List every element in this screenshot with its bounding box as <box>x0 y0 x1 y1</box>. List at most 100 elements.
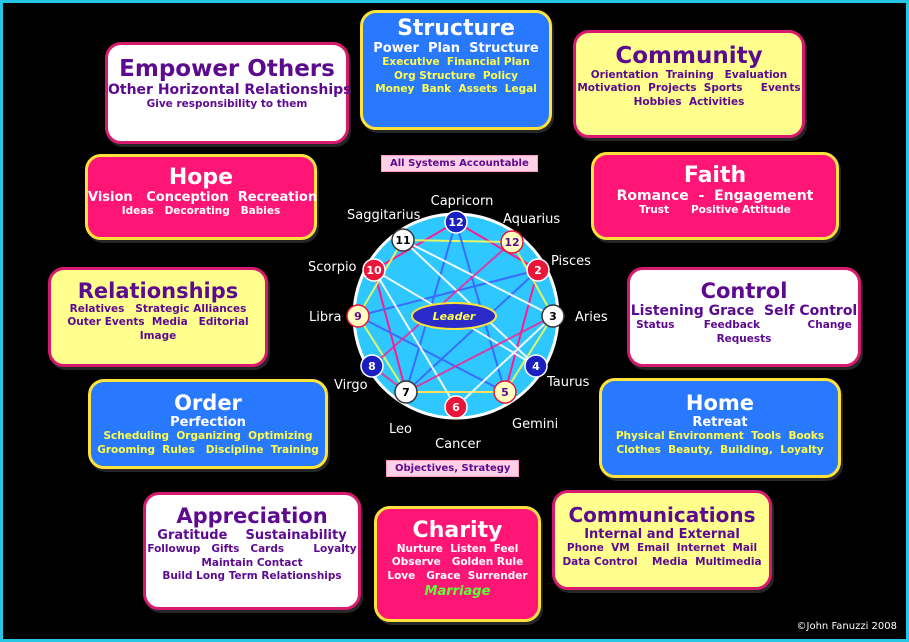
card-home: Home Retreat Physical Environment Tools … <box>599 378 841 478</box>
copyright: ©John Fanuzzi 2008 <box>796 621 897 632</box>
node-label: 11 <box>395 234 410 247</box>
card-line: Trust Positive Attitude <box>639 204 791 217</box>
node-label: 12 <box>504 236 519 249</box>
card-line: Relatives Strategic Alliances <box>69 302 247 315</box>
node-label: 2 <box>534 264 542 277</box>
node-label: 7 <box>402 386 410 399</box>
card-line: Give responsibility to them <box>146 98 308 111</box>
card-line: Hobbies Activities <box>633 96 745 109</box>
card-charity: Charity Nurture Listen Feel Observe Gold… <box>374 506 541 622</box>
card-title: Relationships <box>77 279 239 303</box>
card-community: Community Orientation Training Evaluatio… <box>573 30 805 138</box>
sign-saggitarius: Saggitarius <box>347 208 421 223</box>
node-10 <box>362 258 386 282</box>
leader-ellipse <box>411 302 497 330</box>
card-line: Requests <box>716 332 772 345</box>
node-label: 5 <box>501 386 509 399</box>
card-hope: Hope Vision Conception Recreation Ideas … <box>85 154 317 240</box>
star-white <box>373 239 555 409</box>
tag-all-systems: All Systems Accountable <box>381 155 538 172</box>
card-line: Build Long Term Relationships <box>162 570 342 583</box>
card-line: Outer Events Media Editorial <box>67 316 249 329</box>
card-line: Image <box>139 329 177 342</box>
card-subtitle: Retreat <box>692 414 748 430</box>
card-subtitle: Vision Conception Recreation <box>88 189 318 205</box>
node-label: 10 <box>366 264 382 277</box>
card-line: Love Grace Surrender <box>387 570 528 583</box>
card-line: Observe Golden Rule <box>391 556 524 569</box>
card-line: Money Bank Assets Legal <box>375 83 537 96</box>
card-line: Orientation Training Evaluation <box>590 68 788 81</box>
leader-label: Leader <box>433 310 476 323</box>
sign-capricorn: Capricorn <box>431 194 494 209</box>
card-subtitle: Gratitude Sustainability <box>157 527 347 543</box>
node-11 <box>391 228 415 252</box>
card-empower-others: Empower Others Other Horizontal Relation… <box>105 42 351 144</box>
card-order: Order Perfection Scheduling Organizing O… <box>88 379 328 469</box>
sign-cancer: Cancer <box>435 437 481 452</box>
node-label: 8 <box>368 360 376 373</box>
node-label: 6 <box>452 401 460 414</box>
card-line: Executive Financial Plan <box>382 56 530 69</box>
card-line: Clothes Beauty, Building, Loyalty <box>616 443 824 456</box>
sign-pisces: Pisces <box>551 254 591 269</box>
node-3 <box>541 304 565 328</box>
node-7 <box>394 380 418 404</box>
node-label: 12 <box>448 216 463 229</box>
card-faith: Faith Romance - Engagement Trust Positiv… <box>591 152 839 240</box>
card-line: Data Control Media Multimedia <box>562 555 762 568</box>
card-title: Appreciation <box>176 504 328 528</box>
card-control: Control Listening Grace Self Control Sta… <box>627 267 861 367</box>
card-subtitle: Listening Grace Self Control <box>630 302 858 319</box>
card-subtitle: Romance - Engagement <box>616 187 814 204</box>
card-line: Physical Environment Tools Books <box>615 430 825 442</box>
node-9 <box>346 304 370 328</box>
sign-virgo: Virgo <box>334 378 368 393</box>
sign-gemini: Gemini <box>512 417 558 432</box>
node-2 <box>526 258 550 282</box>
sign-scorpio: Scorpio <box>308 260 357 275</box>
node-label: 4 <box>532 360 540 373</box>
sign-aquarius: Aquarius <box>503 212 560 227</box>
card-relationships: Relationships Relatives Strategic Allian… <box>48 267 268 367</box>
sign-taurus: Taurus <box>546 375 590 390</box>
card-line: Ideas Decorating Babies <box>121 205 281 218</box>
star-blue <box>355 221 539 396</box>
tag-objectives: Objectives, Strategy <box>386 460 520 477</box>
card-title: Faith <box>683 163 747 188</box>
card-line: Maintain Contact <box>201 556 303 569</box>
card-line: Phone VM Email Internet Mail <box>566 541 758 554</box>
card-subtitle: Perfection <box>170 414 246 430</box>
card-line: Scheduling Organizing Optimizing <box>103 430 313 442</box>
node-6 <box>444 395 468 419</box>
card-title: Communications <box>568 503 756 527</box>
card-line: Nurture Listen Feel <box>396 542 519 555</box>
node-4 <box>524 354 548 378</box>
card-title: Control <box>700 279 788 303</box>
card-title: Hope <box>168 165 234 190</box>
node-label: 3 <box>549 310 557 323</box>
card-title: Home <box>685 391 755 415</box>
card-appreciation: Appreciation Gratitude Sustainability Fo… <box>143 492 361 610</box>
node-12-right <box>500 230 524 254</box>
card-title: Community <box>615 43 763 69</box>
card-highlight-marriage: Marriage <box>424 583 491 599</box>
node-label: 9 <box>354 310 362 323</box>
card-line: Followup Gifts Cards Loyalty <box>147 543 357 555</box>
card-subtitle: Internal and External <box>584 526 740 542</box>
card-structure: Structure Power Plan Structure Executive… <box>360 10 552 130</box>
node-8 <box>360 354 384 378</box>
sign-aries: Aries <box>575 310 608 325</box>
card-line: Grooming Rules Discipline Training <box>97 443 319 456</box>
sign-libra: Libra <box>309 310 341 325</box>
card-subtitle: Power Plan Structure <box>373 40 539 56</box>
card-line: Status Feedback Change <box>636 319 852 332</box>
card-line: Org Structure Policy <box>393 69 519 82</box>
card-title: Charity <box>412 518 503 543</box>
node-5 <box>493 380 517 404</box>
card-title: Order <box>174 391 242 415</box>
node-12-top <box>444 210 468 234</box>
sign-leo: Leo <box>389 422 412 437</box>
card-communications: Communications Internal and External Pho… <box>552 490 772 590</box>
